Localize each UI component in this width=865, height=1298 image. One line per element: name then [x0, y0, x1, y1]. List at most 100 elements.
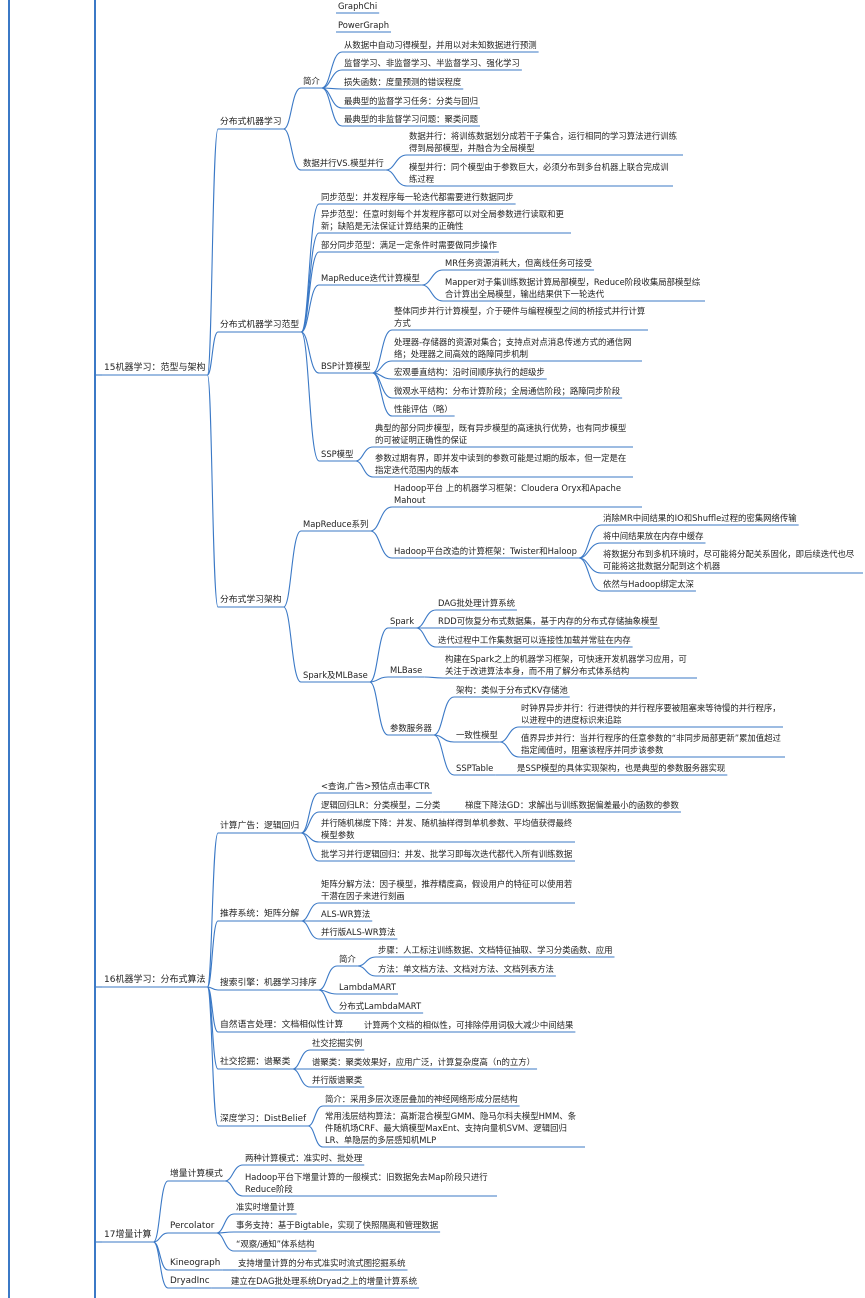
- mm-node-1: PowerGraph: [336, 19, 392, 31]
- mm-node-25: 性能评估（略）: [392, 403, 455, 415]
- mm-node-85: Kineograph: [168, 1257, 223, 1269]
- mm-node-61: 并行版ALS-WR算法: [319, 926, 398, 938]
- mm-node-39: DAG批处理计算系统: [436, 597, 517, 609]
- link-13-17: [300, 284, 320, 333]
- link-32-36: [578, 557, 602, 592]
- mm-node-54: 逻辑回归LR：分类模型，二分类: [319, 799, 443, 811]
- mm-node-8: 最典型的监督学习任务：分类与回归: [342, 95, 480, 107]
- mm-node-37: Spark及MLBase: [301, 669, 370, 681]
- link-58-61: [301, 920, 320, 940]
- mm-node-48: 值界异步并行：当并行程序的任意参数的“非同步局部更新”累加值超过指定阈值时，阻塞…: [519, 732, 785, 756]
- mm-node-43: 构建在Spark之上的机器学习框架，可快速开发机器学习应用，可关注于改进算法本身…: [443, 653, 697, 677]
- mm-node-7: 损失函数：度量预测的错误程度: [342, 76, 464, 88]
- mm-node-6: 监督学习、非监督学习、半监督学习、强化学习: [342, 57, 522, 69]
- mm-node-70: 社交挖掘：谱聚类: [218, 1056, 293, 1068]
- link-81-82: [216, 1213, 235, 1234]
- mm-node-41: 迭代过程中工作集数据可以连接性加载并常驻在内存: [436, 634, 633, 646]
- link-46-48: [499, 741, 520, 758]
- link-52-57: [300, 832, 320, 862]
- mm-node-36: 依然与Hadoop绑定太深: [601, 578, 696, 590]
- mm-node-52: 计算广告：逻辑回归: [218, 820, 302, 832]
- mm-node-81: Percolator: [168, 1220, 217, 1232]
- mm-node-77: 17增量计算: [102, 1229, 154, 1241]
- link-2-29: [206, 374, 219, 608]
- link-37-44: [369, 681, 389, 736]
- frame-line-left: [8, 0, 10, 1298]
- mm-node-35: 将数据分布到多机环境时，尽可能将分配关系固化，即后续迭代也尽可能将这批数据分配到…: [601, 548, 863, 572]
- link-10-12: [385, 169, 408, 187]
- link-38-39: [415, 609, 437, 629]
- mm-node-86: 支持增量计算的分布式准实时流式图挖掘系统: [236, 1257, 408, 1269]
- link-2-13: [206, 331, 219, 376]
- mm-node-74: 深度学习：DistBelief: [218, 1113, 309, 1125]
- mm-node-55: 梯度下降法GD：求解出与训练数据偏差最小的函数的参数: [463, 799, 681, 811]
- link-20-21: [372, 329, 393, 374]
- mm-node-21: 整体同步并行计算模型，介于硬件与编程模型之间的桥接式并行计算方式: [392, 305, 648, 329]
- mm-node-88: 建立在DAG批处理系统Dryad之上的增量计算系统: [229, 1275, 420, 1287]
- link-51-52: [206, 832, 219, 988]
- mm-node-87: DryadInc: [168, 1275, 212, 1287]
- mm-node-29: 分布式学习架构: [218, 594, 284, 606]
- mm-node-53: <查询,广告>预估点击率CTR: [319, 780, 432, 792]
- mm-node-19: Mapper对子集训练数据计算局部模型，Reduce阶段收集局部模型综合计算出全…: [443, 276, 705, 300]
- mm-node-10: 数据并行VS.模型并行: [301, 157, 386, 169]
- link-32-35: [578, 557, 602, 574]
- mm-node-15: 异步范型：任意时刻每个并发程序都可以对全局参数进行读取和更新；缺陷是无法保证计算…: [319, 208, 571, 232]
- mm-node-16: 部分同步范型：满足一定条件时需要做同步操作: [319, 239, 499, 251]
- mm-node-68: 自然语言处理：文档相似性计算: [218, 1019, 346, 1031]
- mm-node-31: Hadoop平台 上的机器学习框架：Cloudera Oryx和Apache M…: [392, 482, 642, 506]
- link-37-42: [369, 676, 389, 683]
- mm-node-2: 15机器学习：范型与架构: [102, 362, 208, 374]
- link-29-30: [283, 530, 302, 608]
- link-3-10: [283, 128, 302, 171]
- link-51-74: [206, 986, 219, 1127]
- link-3-4: [283, 87, 302, 130]
- mm-node-33: 消除MR中间结果的IO和Shuffle过程的密集网络传输: [601, 512, 799, 524]
- link-74-76: [307, 1125, 324, 1148]
- mm-node-57: 批学习并行逻辑回归：并发、批学习即每次迭代都代入所有训练数据: [319, 848, 575, 860]
- link-29-37: [283, 606, 302, 683]
- mm-node-60: ALS-WR算法: [319, 908, 373, 920]
- link-77-81: [153, 1232, 169, 1243]
- link-32-34: [578, 542, 602, 559]
- mm-node-49: SSPTable: [454, 762, 496, 774]
- link-70-71: [292, 1049, 311, 1070]
- mm-node-42: MLBase: [388, 664, 425, 676]
- link-4-6: [321, 69, 343, 89]
- link-4-9: [321, 87, 343, 127]
- mm-node-78: 增量计算模式: [168, 1168, 225, 1180]
- mm-node-32: Hadoop平台改造的计算框架：Twister和Haloop: [392, 545, 579, 557]
- mm-node-3: 分布式机器学习: [218, 116, 284, 128]
- mm-node-11: 数据并行：将训练数据划分成若干子集合，运行相同的学习算法进行训练得到局部模型，并…: [407, 130, 683, 154]
- link-78-80: [224, 1180, 244, 1197]
- mm-node-22: 处理器-存储器的资源对集合；支持点对点消息传递方式的通信网络；处理器之间高效的路…: [392, 336, 642, 360]
- link-4-5: [321, 51, 343, 89]
- mm-node-66: LambdaMART: [337, 981, 399, 993]
- mm-node-79: 两种计算模式：准实时、批处理: [243, 1152, 365, 1164]
- mm-node-76: 常用浅层结构算法：高斯混合模型GMM、隐马尔科夫模型HMM、条件随机场CRF、最…: [323, 1110, 585, 1146]
- link-77-87: [152, 1241, 169, 1289]
- mm-node-14: 同步范型：并发程序每一轮迭代都需要进行数据同步: [319, 191, 516, 203]
- mm-node-20: BSP计算模型: [319, 360, 373, 372]
- mm-node-65: 方法：单文档方法、文档对方法、文档列表方法: [376, 963, 556, 975]
- link-42-43: [424, 676, 444, 679]
- mm-node-63: 简介: [337, 953, 358, 965]
- link-32-33: [578, 524, 602, 559]
- link-44-45: [433, 696, 455, 736]
- link-17-19: [421, 284, 444, 302]
- mm-node-17: MapReduce迭代计算模型: [319, 272, 422, 284]
- mm-node-69: 计算两个文档的相似性，可排除停用词极大减少中间结果: [362, 1019, 576, 1031]
- mm-node-46: 一致性模型: [454, 729, 500, 741]
- link-63-64: [357, 956, 377, 967]
- link-13-26: [300, 331, 320, 462]
- mm-node-75: 简介：采用多层次逐层叠加的神经网络形成分层结构: [323, 1093, 520, 1105]
- mm-node-34: 将中间结果放在内存中缓存: [601, 530, 706, 542]
- link-30-32: [370, 530, 393, 559]
- mm-node-73: 并行版谱聚类: [310, 1074, 365, 1086]
- mm-node-47: 时钟界异步并行：行进得快的并行程序要被阻塞来等待慢的并行程序，以进程中的进度标识…: [519, 702, 783, 726]
- mm-node-58: 推荐系统：矩阵分解: [218, 908, 302, 920]
- mm-node-82: 准实时增量计算: [234, 1201, 297, 1213]
- mm-node-23: 宏观垂直结构：沿时间顺序执行的超级步: [392, 366, 547, 378]
